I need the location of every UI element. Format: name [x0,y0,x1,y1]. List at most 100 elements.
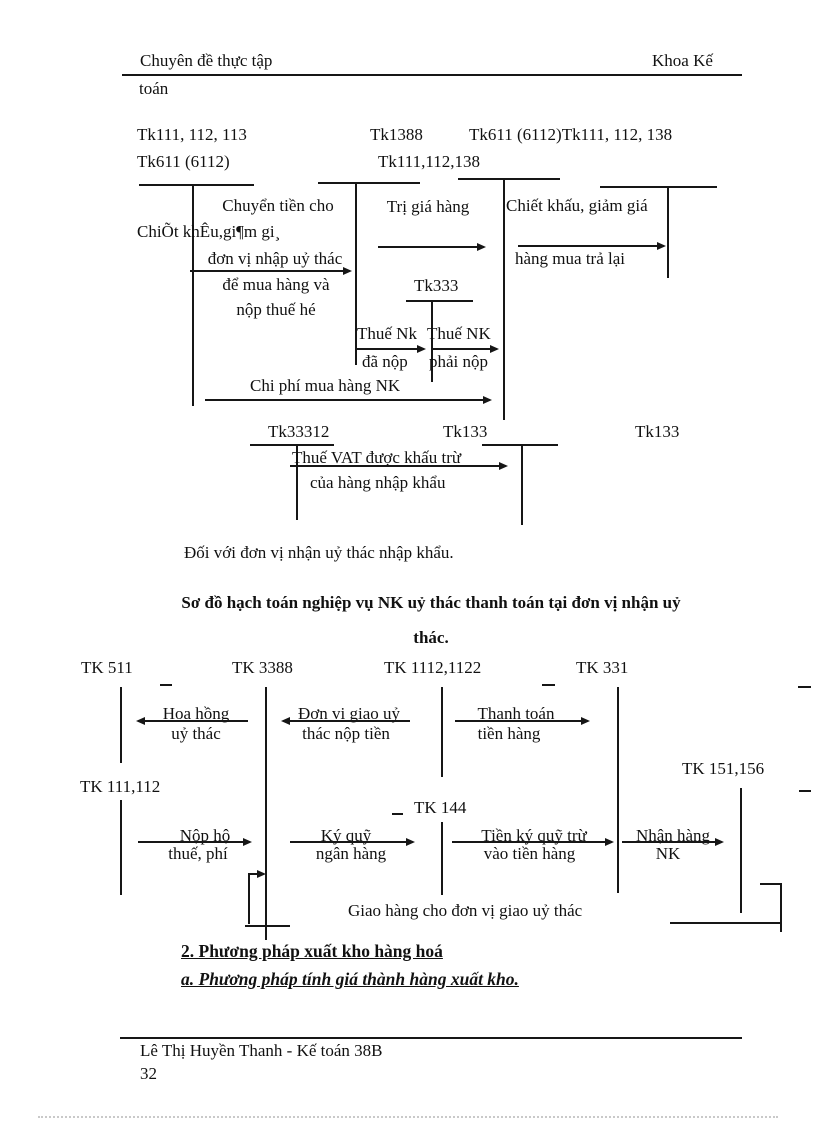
flow-label: của hàng nhập khẩu [310,473,446,492]
flow-label: Nhận hàng [635,826,711,845]
flow-label: để mua hàng và [222,275,330,294]
account-label: Tk333 [414,276,459,295]
account-label: TK 1112,1122 [384,658,482,677]
bracket-line [245,925,290,927]
footer-page-number: 32 [140,1064,157,1083]
flow-label: phải nộp [429,352,489,371]
dash-mark [392,813,403,815]
account-label: Tk111,112,138 [378,152,480,171]
account-label: TK 3388 [232,658,293,677]
t-account-stem [441,687,443,777]
footer-author-text: Lê Thị Huyền Thanh - Kế toán 38B [140,1041,383,1060]
flow-arrow-right [622,838,724,845]
t-account-stem [120,687,122,763]
flow-arrow-right [290,838,415,845]
header-rule [122,74,742,76]
footer-rule [120,1037,742,1039]
t-account-stem [265,687,267,940]
t-account-stem [667,186,669,278]
dash-mark [160,684,172,686]
t-account-bar [600,186,717,188]
account-label: TK 511 [81,658,133,677]
account-label: Tk133 [443,422,488,441]
flow-label: Giao hàng cho đơn vị giao uỷ thác [348,901,583,920]
flow-arrow-left [136,717,248,724]
flow-label: nộp thuế hé [236,300,316,319]
flow-label: đơn vị nhập uỷ thác [207,249,343,268]
diagram-caption: Đối với đơn vị nhận uỷ thác nhập khẩu. [184,543,454,562]
t-account-stem [441,822,443,895]
t-account-stem [120,800,122,895]
section-2-heading: 2. Phương pháp xuất kho hàng hoá [181,941,443,961]
t-account-bar [406,300,473,302]
bracket-line [670,922,781,924]
flow-label: đã nộp [362,352,408,371]
t-account-stem [192,184,194,406]
t-account-stem [617,687,619,893]
flow-arrow-right [290,462,508,469]
bracket-arrow-right [248,870,266,877]
t-account-bar [482,444,558,446]
t-account-stem [740,788,742,913]
flow-label-garbled: ChiÕt khÊu,gi¶m gi¸ [137,222,281,241]
flow-arrow-right [455,717,590,724]
t-account-stem [503,178,505,420]
flow-arrow-left [281,717,410,724]
t-account-stem [296,444,298,520]
flow-label: Chuyển tiền cho [222,196,334,215]
account-label: Tk133 [635,422,680,441]
account-label: Tk611 (6112)Tk111, 112, 138 [469,125,673,144]
flow-arrow-right [190,267,352,274]
header-left-text: Chuyên đề thực tập [140,51,273,70]
flow-label: Thuế Nk [357,324,417,343]
flow-label: Trị giá hàng [386,197,470,216]
flow-label: Ký quỹ [320,826,372,845]
flow-label: ngân hàng [315,844,387,863]
section-heading-line2: thác. [413,628,449,647]
t-account-bar [318,182,420,184]
flow-label: hàng mua trả lại [515,249,625,268]
flow-label: Chi phí mua hàng NK [250,376,401,395]
flow-arrow-right [205,396,492,403]
flow-arrow-right [357,345,426,352]
bracket-line [760,883,780,885]
account-label: TK 144 [414,798,467,817]
account-label: Tk1388 [370,125,423,144]
flow-label: Hoa hồng [162,704,230,723]
t-account-stem [431,300,433,382]
flow-label: thác nộp tiền [302,724,390,743]
flow-arrow-right [452,838,614,845]
bracket-line [248,874,250,924]
flow-label: Thuế NK [427,324,491,343]
flow-label: Thanh toán [477,704,555,723]
t-account-bar [250,444,334,446]
account-label: TK 151,156 [682,759,765,778]
dash-mark [799,790,811,792]
flow-label: tiền hàng [477,724,541,743]
t-account-stem [521,444,523,525]
flow-label: Đơn vị giao uỷ [297,704,400,723]
bracket-line [780,883,782,932]
t-account-stem [355,182,357,365]
flow-arrow-right [138,838,252,845]
account-label: Tk33312 [268,422,330,441]
header-right-text: Khoa Kế [652,51,713,70]
flow-label: Tiền ký quỹ trừ [481,826,587,845]
flow-arrow-right [433,345,499,352]
t-account-bar [139,184,254,186]
flow-arrow-right [378,243,486,250]
flow-label: NK [655,844,681,863]
flow-label: Thuế VAT được khấu trừ [292,448,462,467]
account-label: Tk611 (6112) [137,152,230,171]
dash-mark [542,684,555,686]
flow-label: Chiết khấu, giảm giá [506,196,648,215]
account-label: TK 331 [576,658,629,677]
account-label: Tk111, 112, 113 [137,125,247,144]
section-heading-line1: Sơ đồ hạch toán nghiệp vụ NK uỷ thác tha… [181,593,681,612]
section-2a-heading: a. Phương pháp tính giá thành hàng xuất … [181,969,519,989]
t-account-bar [458,178,560,180]
flow-label: thuế, phí [168,844,228,863]
flow-label: vào tiền hàng [483,844,576,863]
flow-label: uỷ thác [171,724,221,743]
